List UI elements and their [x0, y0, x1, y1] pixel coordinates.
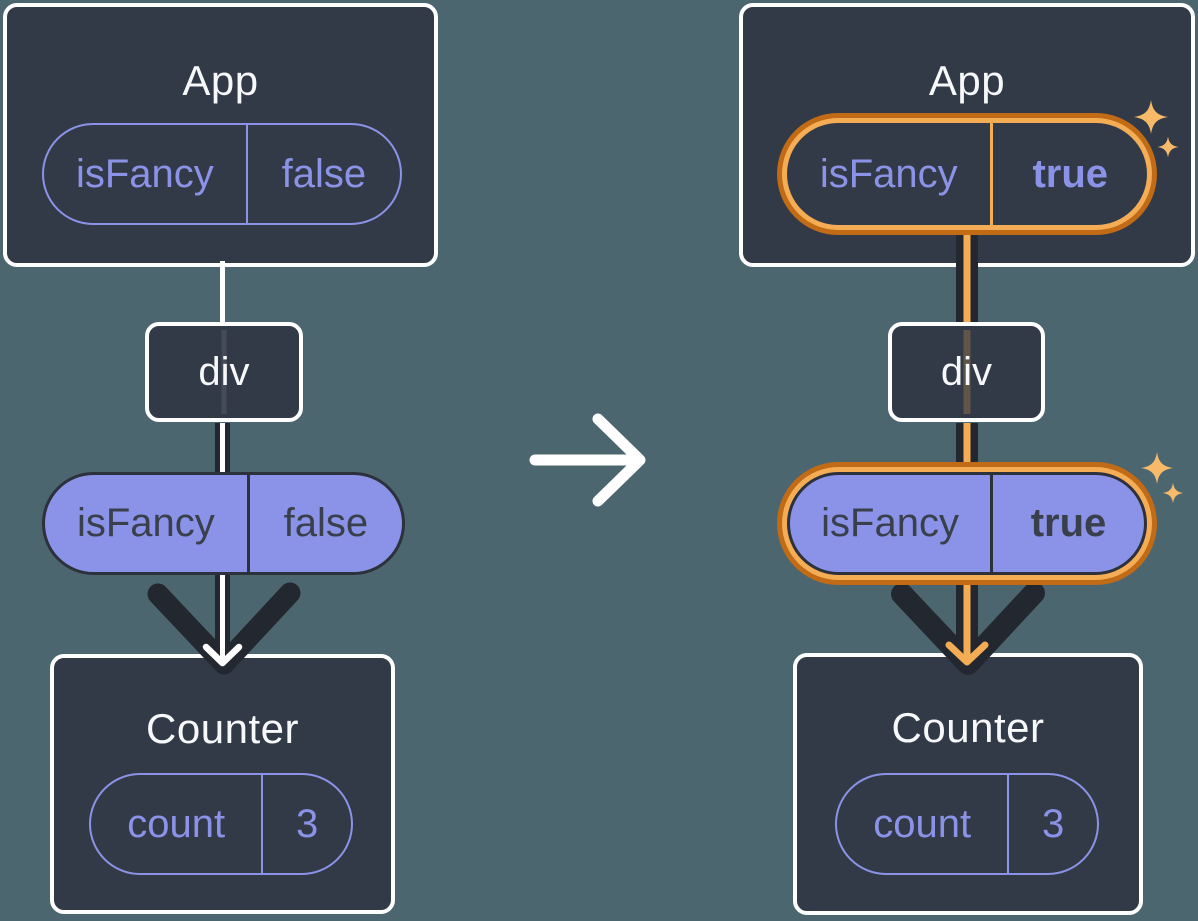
prop-pill-value: true	[1030, 501, 1107, 545]
state-pass-through-stripe	[963, 330, 970, 414]
state-pill-name: count	[837, 775, 1010, 873]
state-line-app-to-div-left	[220, 261, 225, 324]
sparkles-icon-bottom	[1141, 452, 1184, 504]
div-label: div	[198, 349, 250, 394]
transition-arrow-icon	[529, 413, 646, 507]
state-pill-isfancy-left: isFancy false	[42, 123, 402, 225]
state-core-app-to-div-right	[963, 229, 971, 324]
state-pill-count-left: count 3	[89, 773, 353, 875]
sparkle-large-icon	[1134, 100, 1168, 134]
state-pill-isfancy-right: isFancy true	[787, 123, 1147, 225]
state-core-arrowhead-left	[202, 643, 243, 667]
prop-pill-name: isFancy	[790, 475, 994, 572]
counter-title: Counter	[146, 705, 299, 752]
sparkle-large-icon	[1141, 452, 1173, 484]
state-pill-value: false	[281, 151, 367, 196]
state-pill-name: isFancy	[787, 123, 994, 225]
prop-pill-isfancy-left: isFancy false	[42, 472, 405, 575]
prop-pill-name: isFancy	[45, 475, 250, 572]
state-pill-count-right: count 3	[835, 773, 1099, 875]
sparkles-icon-top	[1134, 100, 1179, 158]
div-label: div	[940, 349, 993, 394]
state-pass-through-stripe	[221, 330, 227, 414]
prop-pill-value: false	[283, 501, 369, 545]
state-core-arrowhead-right	[945, 641, 989, 666]
sparkle-small-icon	[1162, 482, 1184, 504]
counter-title: Counter	[891, 704, 1045, 751]
app-title: App	[182, 57, 259, 104]
state-pill-value: 3	[296, 801, 319, 846]
state-pill-value: 3	[1042, 801, 1065, 846]
app-title: App	[928, 57, 1006, 104]
prop-pill-isfancy-right: isFancy true	[787, 472, 1147, 575]
state-pill-name: isFancy	[44, 125, 248, 223]
sparkle-small-icon	[1157, 136, 1179, 158]
state-pill-name: count	[91, 775, 264, 873]
div-node-right: div	[888, 322, 1045, 422]
div-node-left: div	[145, 322, 303, 422]
state-pill-value: true	[1032, 151, 1109, 196]
